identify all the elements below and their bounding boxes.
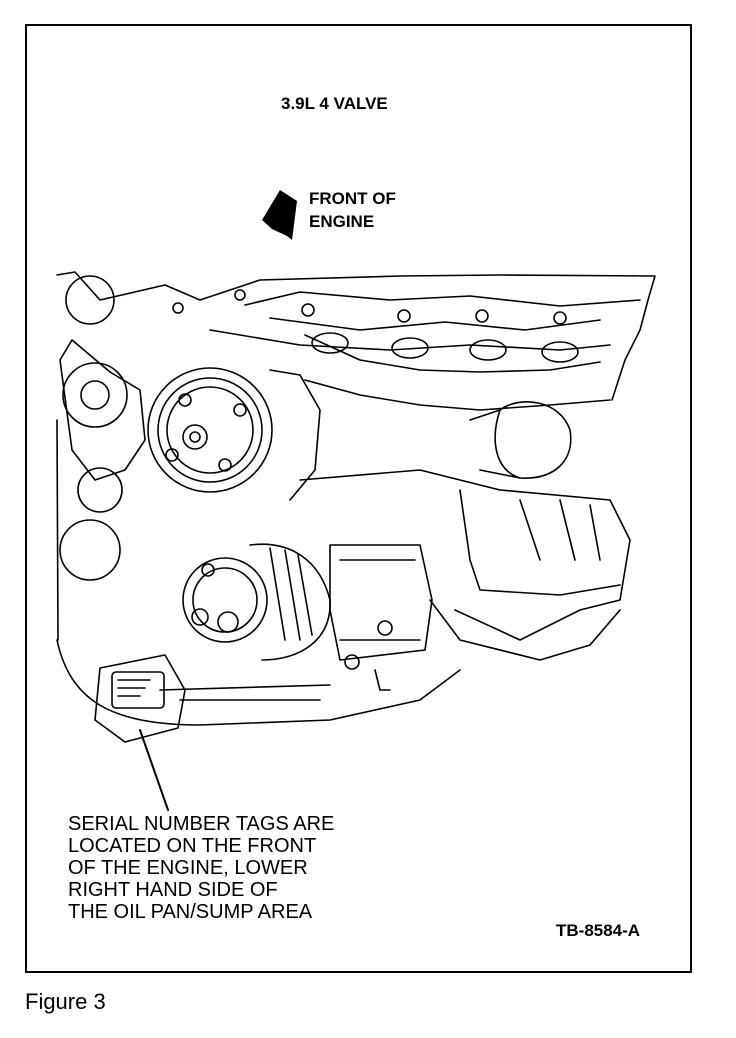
caption-line-4: RIGHT HAND SIDE OF bbox=[68, 879, 278, 901]
figure-frame bbox=[25, 24, 692, 973]
reference-code: TB-8584-A bbox=[556, 921, 641, 940]
front-of-engine-label: FRONT OF ENGINE bbox=[309, 187, 449, 233]
caption-line-2: LOCATED ON THE FRONT bbox=[68, 835, 317, 857]
front-arrow-icon bbox=[262, 190, 297, 240]
caption-line-5: THE OIL PAN/SUMP AREA bbox=[68, 901, 313, 923]
front-label-line-2: ENGINE bbox=[309, 212, 375, 231]
caption-line-3: OF THE ENGINE, LOWER bbox=[68, 857, 308, 879]
serial-tag-caption: SERIAL NUMBER TAGS ARE LOCATED ON THE FR… bbox=[68, 813, 388, 923]
figure-label: Figure 3 bbox=[25, 989, 106, 1014]
caption-line-1: SERIAL NUMBER TAGS ARE bbox=[68, 813, 335, 835]
front-label-line-1: FRONT OF bbox=[309, 189, 396, 208]
engine-title: 3.9L 4 VALVE bbox=[281, 94, 388, 113]
serial-tag-icon bbox=[111, 671, 165, 709]
